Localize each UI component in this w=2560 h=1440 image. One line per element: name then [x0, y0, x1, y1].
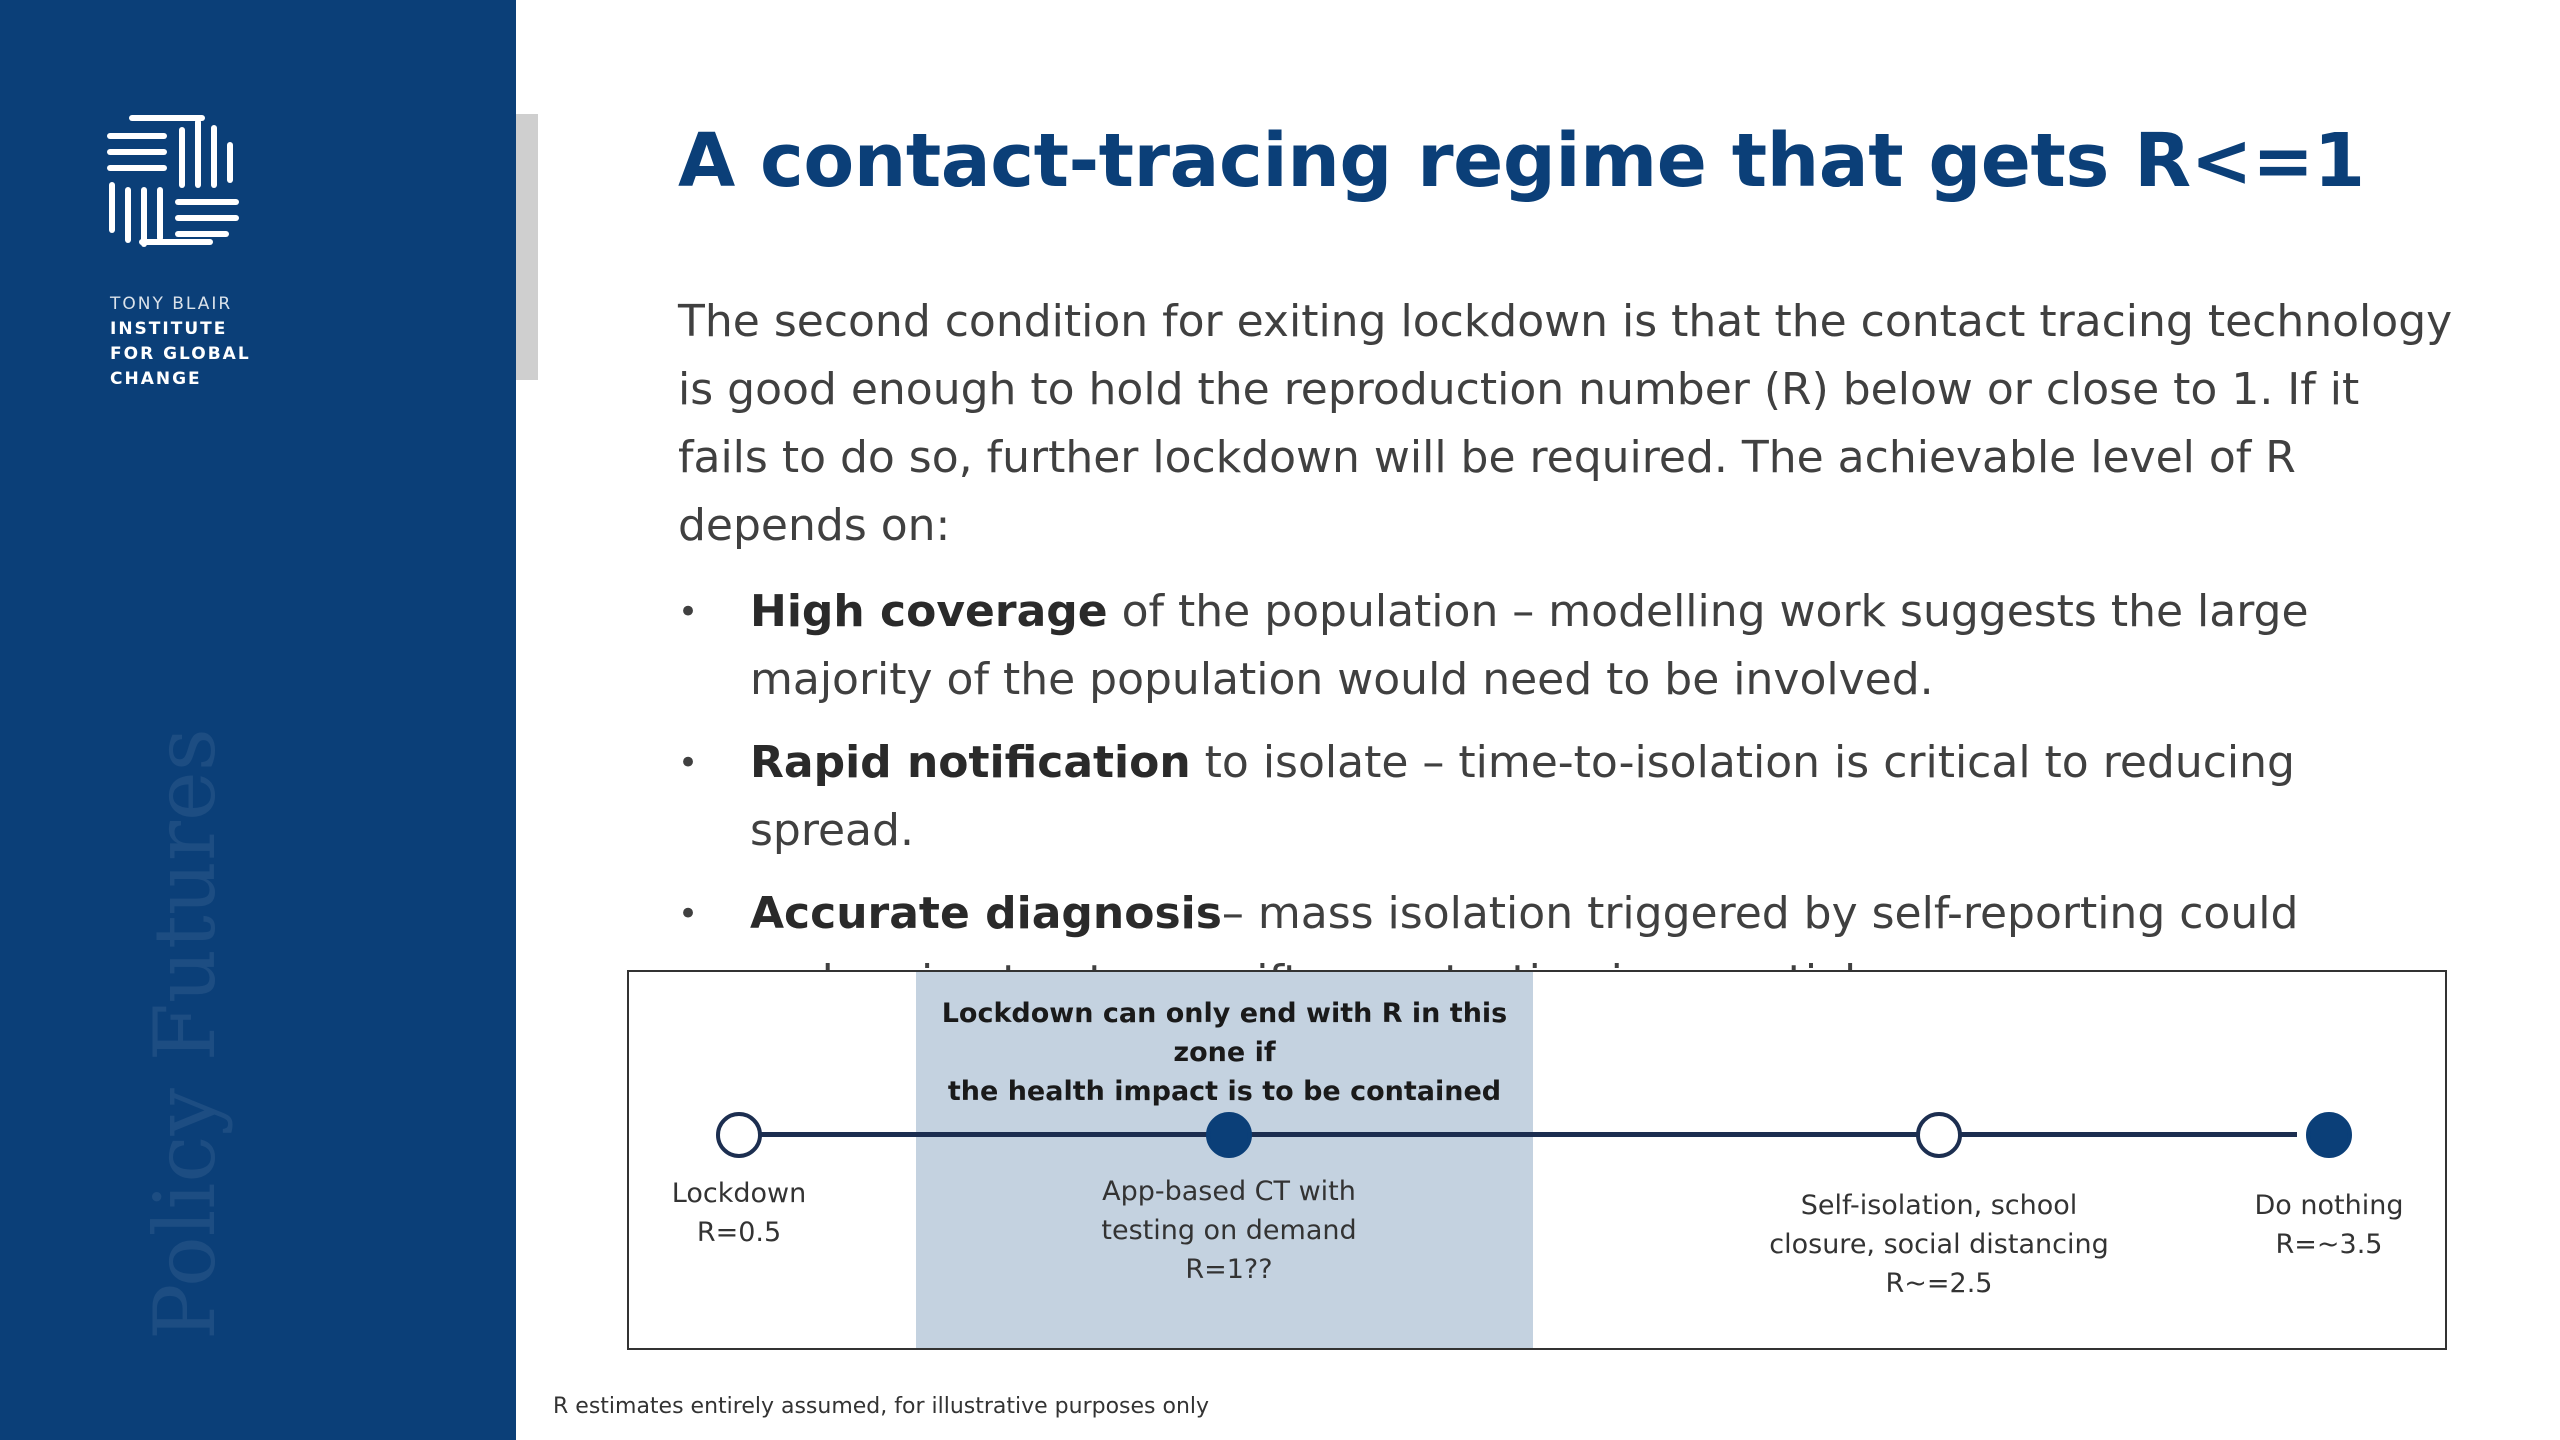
lockdown-label: Lockdown R=0.5: [519, 1174, 959, 1252]
bullet-icon: •: [678, 743, 699, 783]
org-name-line: FOR GLOBAL: [110, 344, 251, 364]
self-isolation-marker: [1916, 1112, 1962, 1158]
bullet-keyword: High coverage: [750, 586, 1108, 637]
r-value-diagram: Lockdown can only end with R in this zon…: [627, 970, 2447, 1350]
r-axis-line: [743, 1132, 2297, 1137]
org-name-line: TONY BLAIR: [110, 294, 233, 314]
bullet-text: of the population – modelling work sugge…: [750, 586, 2309, 705]
intro-paragraph: The second condition for exiting lockdow…: [678, 296, 2453, 551]
bullet-text: to isolate – time-to-isolation is critic…: [750, 737, 2295, 856]
bullet-icon: •: [678, 894, 699, 934]
marker-label-line: App-based CT with: [1102, 1176, 1356, 1207]
marker-label-line: R=0.5: [696, 1217, 782, 1248]
org-name: TONY BLAIR INSTITUTE FOR GLOBAL CHANGE: [110, 292, 410, 392]
scroll-accent-bar: [516, 114, 538, 380]
app-ct-marker: [1206, 1112, 1252, 1158]
bullet-keyword: Accurate diagnosis: [750, 888, 1222, 939]
zone-label-line: the health impact is to be contained: [947, 1076, 1502, 1107]
marker-label-line: Lockdown: [671, 1178, 807, 1209]
sidebar: TONY BLAIR INSTITUTE FOR GLOBAL CHANGE P…: [0, 0, 516, 1440]
marker-label-line: R=1??: [1185, 1254, 1273, 1285]
zone-label-line: Lockdown can only end with R in this zon…: [941, 998, 1508, 1068]
bullet-list: • High coverage of the population – mode…: [678, 578, 2458, 1031]
marker-label-line: closure, social distancing: [1769, 1229, 2109, 1260]
lockdown-marker: [716, 1112, 762, 1158]
sidebar-watermark: Policy Futures: [136, 728, 234, 1340]
marker-label-line: Self-isolation, school: [1800, 1190, 2078, 1221]
woven-lines-logo-icon: [107, 115, 239, 247]
self-isolation-label: Self-isolation, school closure, social d…: [1719, 1186, 2159, 1303]
marker-label-line: testing on demand: [1101, 1215, 1357, 1246]
marker-label-line: Do nothing: [2254, 1190, 2404, 1221]
marker-label-line: R~=2.5: [1885, 1268, 1993, 1299]
org-name-line: CHANGE: [110, 369, 202, 389]
list-item: • High coverage of the population – mode…: [678, 578, 2458, 714]
marker-label-line: R=~3.5: [2275, 1229, 2383, 1260]
org-name-line: INSTITUTE: [110, 319, 228, 339]
target-zone-label: Lockdown can only end with R in this zon…: [916, 994, 1533, 1111]
slide-title: A contact-tracing regime that gets R<=1: [678, 118, 2365, 204]
bullet-icon: •: [678, 592, 699, 632]
do-nothing-label: Do nothing R=~3.5: [2109, 1186, 2549, 1264]
footnote: R estimates entirely assumed, for illust…: [553, 1394, 1210, 1419]
list-item: • Rapid notification to isolate – time-t…: [678, 729, 2458, 865]
bullet-keyword: Rapid notification: [750, 737, 1191, 788]
do-nothing-marker: [2306, 1112, 2352, 1158]
target-zone: [916, 972, 1533, 1348]
app-ct-label: App-based CT with testing on demand R=1?…: [1009, 1172, 1449, 1289]
